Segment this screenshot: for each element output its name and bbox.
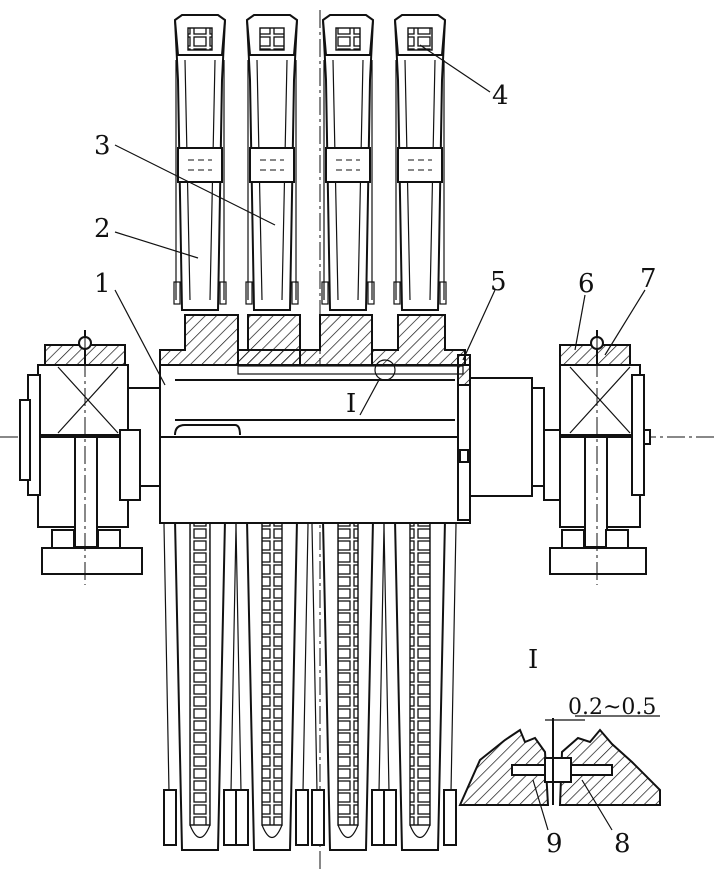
central-shaft-housing (124, 314, 545, 524)
clearance-dimension: 0.2~0.5 (568, 695, 656, 720)
detail-view-I (458, 715, 661, 831)
upper-brake-arms (173, 14, 447, 311)
right-bearing-block (543, 330, 651, 585)
label-3: 3 (94, 131, 111, 161)
detail-mark: I (346, 389, 356, 419)
label-1: 1 (94, 269, 111, 299)
upper-arm-2 (245, 14, 299, 311)
label-6: 6 (578, 269, 595, 299)
label-2: 2 (94, 214, 111, 244)
upper-arm-1 (173, 14, 227, 311)
detail-title: I (528, 645, 538, 675)
label-8: 8 (614, 829, 631, 859)
upper-arm-3 (321, 14, 375, 311)
leader-lines (114, 44, 646, 416)
label-9: 9 (546, 829, 563, 859)
label-4: 4 (492, 81, 509, 111)
label-5: 5 (490, 267, 507, 297)
label-7: 7 (640, 264, 657, 294)
upper-arm-4 (393, 14, 447, 311)
left-bearing-block (19, 330, 143, 585)
